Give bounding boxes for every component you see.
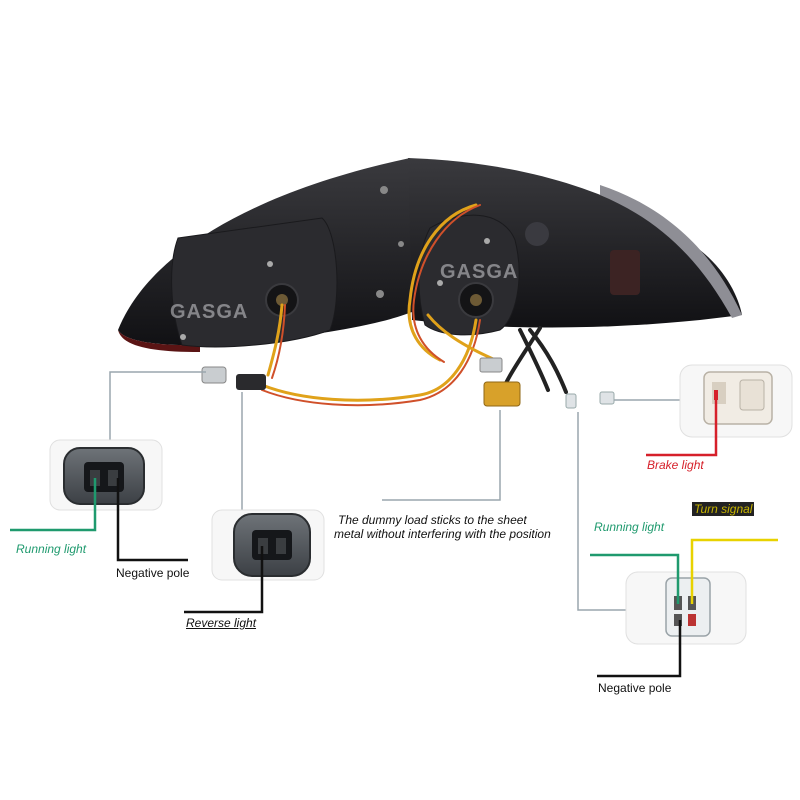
label-running-light-left: Running light <box>16 542 87 556</box>
wire-brake <box>646 396 718 457</box>
connector-right-b <box>599 391 615 405</box>
leader-lines <box>109 371 680 611</box>
connector-right-a <box>565 393 577 409</box>
plug-reverse <box>233 513 311 577</box>
connector-mid <box>479 357 503 373</box>
label-brake-light: Brake light <box>647 458 704 472</box>
label-dummy-load-line1: The dummy load sticks to the sheet <box>338 513 527 527</box>
brand-watermark-2: GASGA <box>440 261 518 283</box>
wire-negative-right <box>597 620 682 678</box>
label-turn-signal: Turn signal <box>692 502 755 516</box>
wire-turn <box>690 538 778 604</box>
wire-running-left <box>10 478 97 532</box>
connector-left-a <box>201 366 227 384</box>
tail-lamp-left <box>118 158 412 352</box>
label-reverse-light: Reverse light <box>186 616 257 630</box>
label-running-light-right: Running light <box>594 520 665 534</box>
wire-running-right <box>590 553 680 604</box>
wire-negative-left <box>116 478 188 562</box>
tail-lamp-right <box>408 158 742 336</box>
dummy-load-resistor <box>483 381 521 407</box>
lead-wires <box>10 396 778 678</box>
plug-brake <box>703 371 773 425</box>
label-negative-pole-right: Negative pole <box>598 681 672 695</box>
label-negative-pole-left: Negative pole <box>116 566 190 580</box>
plug-right <box>665 577 711 637</box>
label-dummy-load-line2: metal without interfering with the posit… <box>334 527 551 541</box>
plug-left <box>63 447 145 505</box>
wire-reverse <box>184 546 264 614</box>
brand-watermark: GASGA <box>170 301 248 323</box>
connector-left-b <box>236 374 266 390</box>
wiring-harness <box>260 203 568 407</box>
